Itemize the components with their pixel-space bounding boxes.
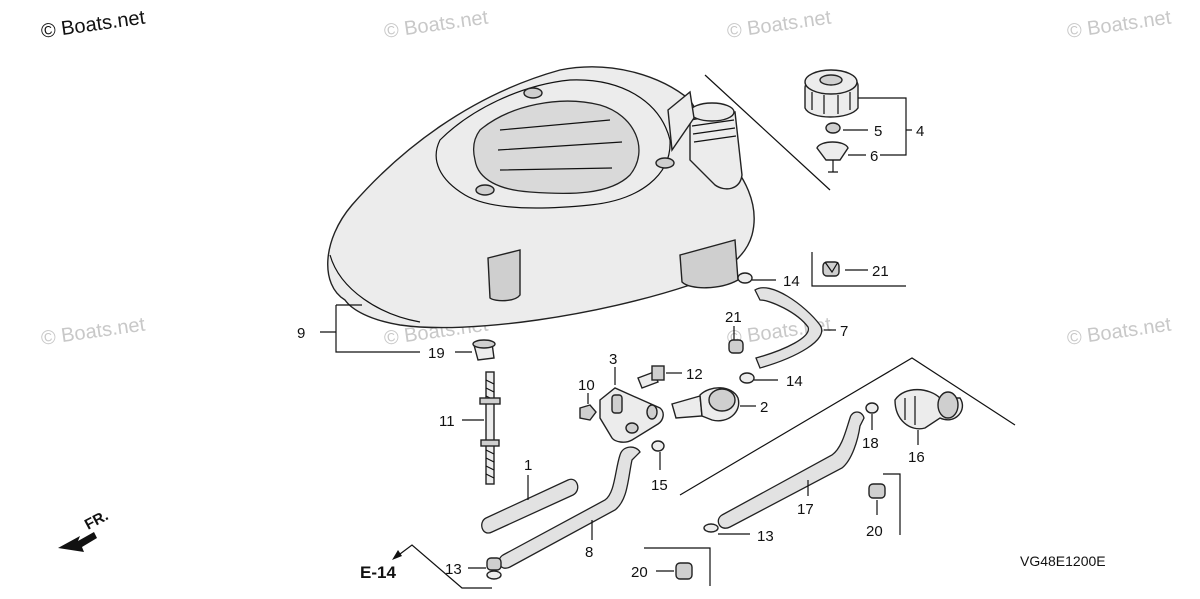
filler-guard — [667, 90, 695, 152]
callout-5: 5 — [874, 123, 882, 140]
brand-label: © Boats.net — [40, 7, 147, 43]
direction-label: FR. — [82, 507, 111, 533]
callout-15: 15 — [651, 477, 668, 494]
hose-clip — [868, 483, 886, 499]
tank-recess-outer — [435, 79, 671, 209]
diagram-code: VG48E1200E — [1020, 553, 1106, 569]
callout-14-upper: 14 — [783, 273, 800, 290]
box-20-right — [883, 473, 901, 535]
watermark: © Boats.net — [726, 7, 833, 43]
front-direction-arrow: FR. — [58, 507, 111, 552]
callout-16: 16 — [908, 449, 925, 466]
callout-13-left: 13 — [445, 561, 462, 578]
breather-hose — [754, 287, 823, 369]
cap-insert — [825, 122, 841, 134]
callout-11: 11 — [439, 413, 455, 430]
hex-nut — [579, 404, 597, 421]
tank-opening — [473, 100, 640, 195]
callout-2: 2 — [760, 399, 768, 416]
callout-1: 1 — [524, 457, 532, 474]
callout-14-lower: 14 — [786, 373, 803, 390]
callout-21-upper: 21 — [872, 263, 889, 280]
callout-6: 6 — [870, 148, 878, 165]
callout-13-right: 13 — [757, 528, 774, 545]
callout-7: 7 — [840, 323, 848, 340]
hose-clamp — [737, 272, 753, 284]
watermark: © Boats.net — [1066, 7, 1173, 43]
fuel-hose-8 — [498, 446, 641, 569]
callout-4: 4 — [916, 123, 924, 140]
watermark: © Boats.net — [1066, 314, 1173, 350]
leader-line — [704, 74, 831, 191]
group-frame — [679, 357, 1016, 496]
callout-17: 17 — [797, 501, 814, 518]
fuel-cap-assembly — [804, 69, 859, 173]
mount-boss — [523, 87, 543, 99]
callout-21-lower: 21 — [725, 309, 742, 326]
filler-neck — [689, 111, 743, 190]
callout-20-right: 20 — [866, 523, 883, 540]
stud-bolt — [479, 371, 501, 485]
fuel-tank-shroud — [327, 66, 755, 329]
filler-neck-top — [689, 102, 735, 122]
callout-9: 9 — [297, 325, 305, 342]
watermark: © Boats.net — [40, 314, 147, 350]
box-20-bottom — [644, 547, 711, 586]
hose-clamp — [651, 440, 665, 452]
callout-18: 18 — [862, 435, 879, 452]
hose-clip — [822, 261, 840, 277]
reference-label: E-14 — [360, 563, 396, 582]
mount-boss — [475, 184, 495, 196]
reference-leader — [395, 544, 492, 589]
callout-8: 8 — [585, 544, 593, 561]
bracket-4 — [843, 97, 912, 156]
hose-clip — [486, 557, 502, 580]
bracket-9 — [320, 304, 420, 353]
fuel-hose-17 — [717, 411, 865, 529]
box-21-upper — [811, 252, 906, 287]
hose-clip — [728, 339, 744, 354]
callout-19: 19 — [428, 345, 445, 362]
hose-clamp — [703, 523, 719, 533]
callout-20-bottom: 20 — [631, 564, 648, 581]
fuel-valve — [671, 387, 740, 422]
tank-sump — [487, 249, 521, 302]
fuel-hose-short — [481, 478, 579, 534]
flange-bolt — [637, 365, 665, 389]
callout-12: 12 — [686, 366, 703, 383]
hose-clamp — [865, 402, 879, 414]
callout-10: 10 — [578, 377, 595, 394]
hose-clamp — [739, 372, 755, 384]
cap-gasket — [816, 141, 849, 161]
watermark: © Boats.net — [383, 7, 490, 43]
hose-clip — [675, 562, 693, 580]
callout-3: 3 — [609, 351, 617, 368]
elbow-joint — [894, 388, 964, 430]
mount-boss — [655, 157, 675, 169]
